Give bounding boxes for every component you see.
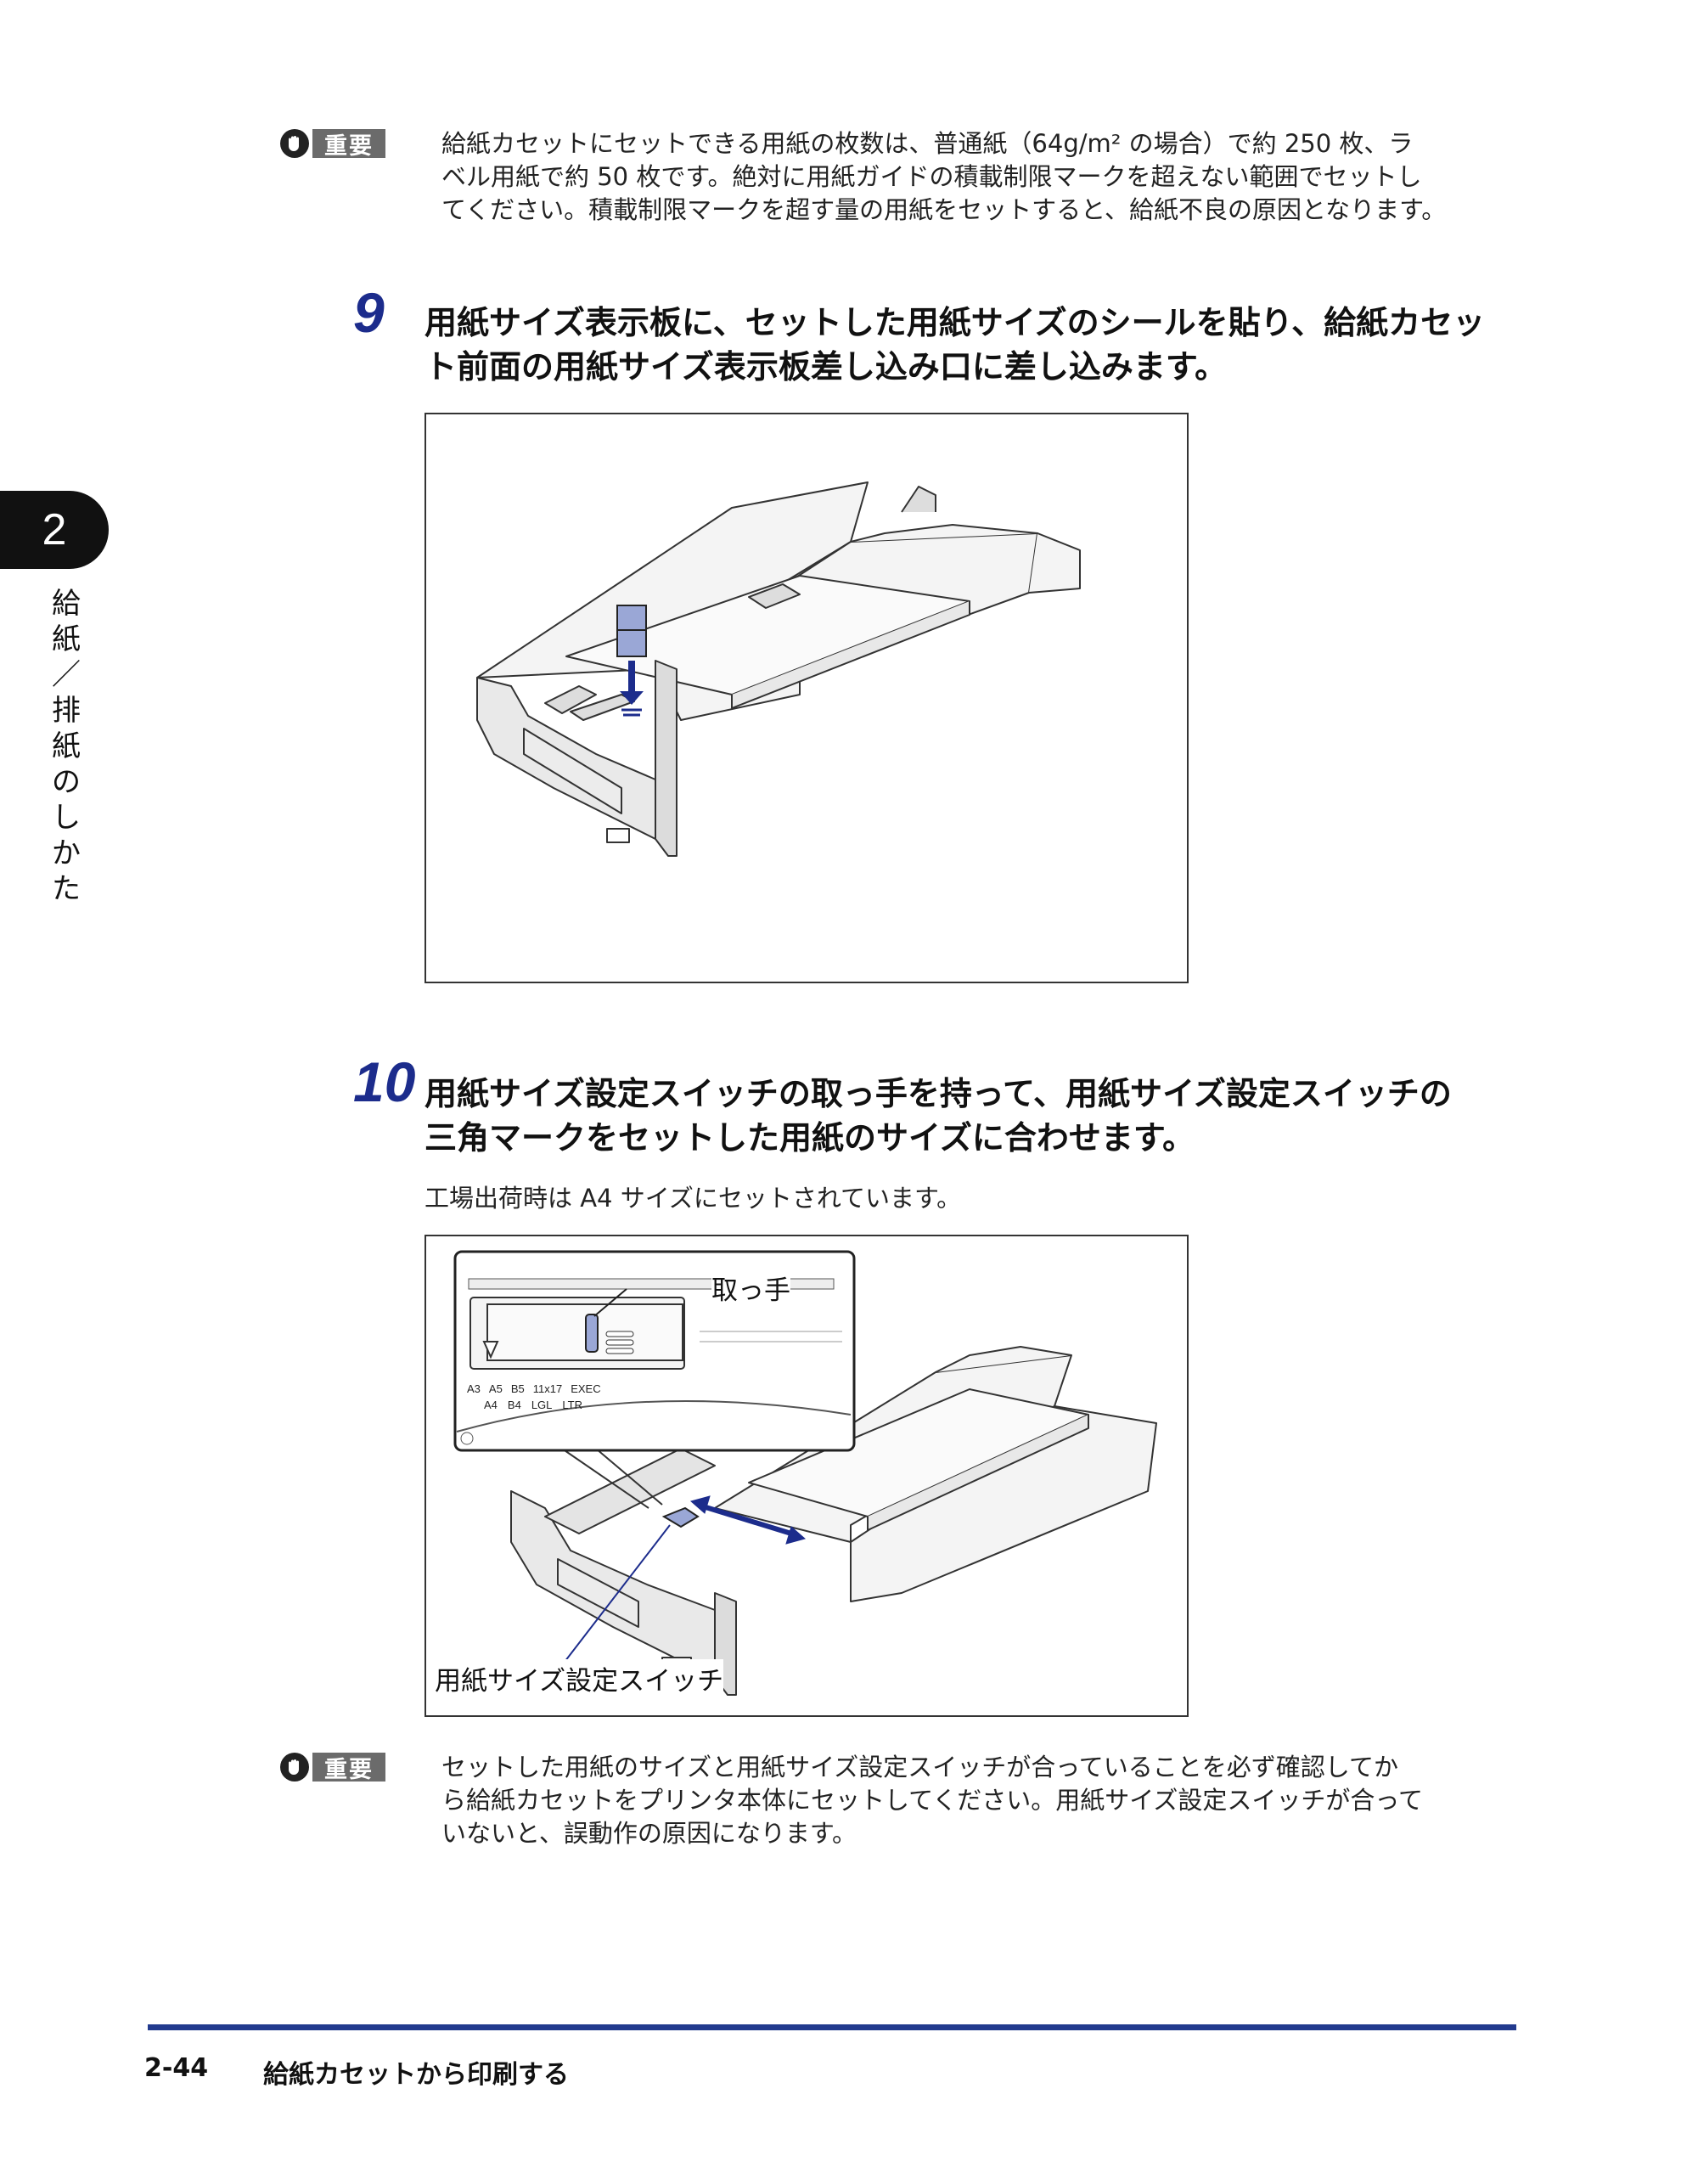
size-label: A5: [488, 1382, 503, 1395]
size-label: LGL: [531, 1399, 553, 1411]
important-note-text: セットした用紙のサイズと用紙サイズ設定スイッチが合っていることを必ず確認してか …: [441, 1751, 1423, 1850]
size-label: B5: [510, 1382, 525, 1395]
step-title-line: 三角マークをセットした用紙のサイズに合わせます。: [424, 1119, 1195, 1157]
chapter-number: 2: [42, 505, 67, 554]
hand-stop-icon: [280, 129, 309, 158]
figure-size-switch: A3 A5 B5 11x17 EXEC A4 B4 LGL LTR 取っ手 用紙…: [424, 1235, 1189, 1717]
figure-cassette-label: [424, 413, 1189, 983]
important-badge: 重要: [280, 1753, 397, 1783]
callout-handle: 取っ手: [711, 1269, 790, 1307]
note-line: ベル用紙で約 50 枚です。絶対に用紙ガイドの積載制限マークを超えない範囲でセッ…: [441, 162, 1422, 191]
important-label: 重要: [312, 1753, 385, 1783]
chapter-title-vertical: 給紙／排紙のしかた: [52, 587, 81, 906]
size-label-scale: A3 A5 B5 11x17 EXEC A4 B4 LGL LTR: [467, 1382, 671, 1411]
callout-size-switch: 用紙サイズ設定スイッチ: [435, 1659, 724, 1697]
size-switch-illustration: [453, 1250, 1157, 1696]
important-label: 重要: [312, 129, 385, 160]
footer-section-title: 給紙カセットから印刷する: [263, 2060, 569, 2090]
hand-stop-icon: [280, 1753, 309, 1782]
step-10-title: 用紙サイズ設定スイッチの取っ手を持って、用紙サイズ設定スイッチの 三角マークをセ…: [424, 1072, 1452, 1160]
important-badge: 重要: [280, 129, 397, 160]
chapter-tab: 2: [0, 491, 109, 569]
step-title-line: 用紙サイズ設定スイッチの取っ手を持って、用紙サイズ設定スイッチの: [424, 1075, 1452, 1112]
page-number: 2-44: [144, 2053, 209, 2083]
note-line: 給紙カセットにセットできる用紙の枚数は、普通紙（64g/m² の場合）で約 25…: [441, 129, 1414, 158]
step-title-line: ト前面の用紙サイズ表示板差し込み口に差し込みます。: [424, 348, 1228, 386]
size-label: A3: [467, 1382, 481, 1395]
note-line: ら給紙カセットをプリンタ本体にセットしてください。用紙サイズ設定スイッチが合って: [441, 1786, 1423, 1815]
step-title-line: 用紙サイズ表示板に、セットした用紙サイズのシールを貼り、給紙カセッ: [424, 304, 1486, 341]
step-number-10: 10: [353, 1050, 416, 1113]
footer-rule: [148, 2024, 1516, 2030]
size-label: 11x17: [532, 1382, 563, 1395]
important-note-text: 給紙カセットにセットできる用紙の枚数は、普通紙（64g/m² の場合）で約 25…: [441, 127, 1446, 227]
note-line: いないと、誤動作の原因になります。: [441, 1819, 857, 1848]
step-number-9: 9: [353, 281, 385, 344]
size-label: LTR: [562, 1399, 582, 1411]
size-label: EXEC: [571, 1382, 601, 1395]
note-line: セットした用紙のサイズと用紙サイズ設定スイッチが合っていることを必ず確認してか: [441, 1753, 1398, 1782]
size-label-row-1: A3 A5 B5 11x17 EXEC: [467, 1382, 671, 1395]
paper-cassette-illustration: [476, 481, 1081, 857]
step-10-description: 工場出荷時は A4 サイズにセットされています。: [424, 1184, 962, 1213]
size-label: A4: [484, 1399, 498, 1411]
size-label-row-2: A4 B4 LGL LTR: [484, 1399, 671, 1411]
size-label: B4: [507, 1399, 521, 1411]
note-line: てください。積載制限マークを超す量の用紙をセットすると、給紙不良の原因となります…: [441, 195, 1447, 224]
step-9-title: 用紙サイズ表示板に、セットした用紙サイズのシールを貼り、給紙カセッ ト前面の用紙…: [424, 301, 1485, 389]
